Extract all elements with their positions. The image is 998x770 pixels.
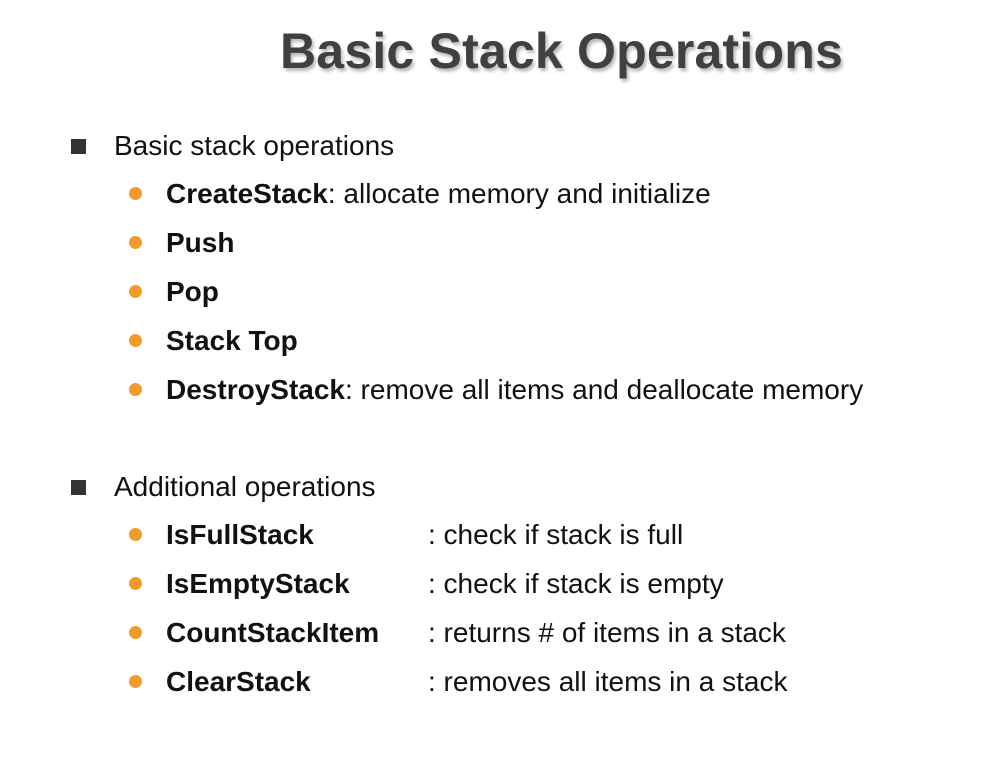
square-bullet-icon — [71, 139, 86, 154]
dot-bullet-icon — [129, 675, 142, 688]
section-heading-row: Basic stack operations — [0, 126, 998, 166]
additional-operations-list: IsFullStack : check if stack is full IsE… — [0, 515, 998, 711]
list-item: DestroyStack: remove all items and deall… — [0, 370, 998, 419]
list-item: IsFullStack : check if stack is full — [0, 515, 998, 564]
operation-name: IsEmptyStack — [166, 568, 350, 599]
dot-bullet-icon — [129, 187, 142, 200]
operation-name: CountStackItem — [166, 617, 380, 648]
operation-name: DestroyStack — [166, 374, 345, 405]
operation-name: Pop — [166, 276, 219, 307]
operation-name: CreateStack — [166, 178, 328, 209]
section-heading: Basic stack operations — [114, 130, 395, 161]
square-bullet-icon — [71, 480, 86, 495]
dot-bullet-icon — [129, 383, 142, 396]
operation-description: : removes all items in a stack — [428, 666, 788, 697]
slide-title: Basic Stack Operations — [280, 23, 843, 79]
list-item: CreateStack: allocate memory and initial… — [0, 174, 998, 223]
operation-name: IsFullStack — [166, 519, 314, 550]
list-item: Push — [0, 223, 998, 272]
list-item: Pop — [0, 272, 998, 321]
dot-bullet-icon — [129, 285, 142, 298]
operation-description: : check if stack is empty — [428, 568, 724, 599]
dot-bullet-icon — [129, 236, 142, 249]
section-heading: Additional operations — [114, 471, 376, 502]
dot-bullet-icon — [129, 577, 142, 590]
operation-description: : remove all items and deallocate memory — [344, 374, 864, 405]
list-item: Stack Top — [0, 321, 998, 370]
dot-bullet-icon — [129, 626, 142, 639]
operation-description: : check if stack is full — [428, 519, 684, 550]
dot-bullet-icon — [129, 334, 142, 347]
operation-description: : allocate memory and initialize — [327, 178, 711, 209]
operation-description: : returns # of items in a stack — [428, 617, 786, 648]
list-item: CountStackItem : returns # of items in a… — [0, 613, 998, 662]
section-additional-operations: Additional operations IsFullStack : chec… — [0, 467, 998, 711]
basic-operations-list: CreateStack: allocate memory and initial… — [0, 174, 998, 419]
dot-bullet-icon — [129, 528, 142, 541]
section-heading-row: Additional operations — [0, 467, 998, 507]
section-basic-operations: Basic stack operations CreateStack: allo… — [0, 126, 998, 419]
list-item: IsEmptyStack : check if stack is empty — [0, 564, 998, 613]
list-item: ClearStack : removes all items in a stac… — [0, 662, 998, 711]
operation-name: Push — [166, 227, 235, 258]
operation-name: Stack Top — [166, 325, 298, 356]
operation-name: ClearStack — [166, 666, 311, 697]
